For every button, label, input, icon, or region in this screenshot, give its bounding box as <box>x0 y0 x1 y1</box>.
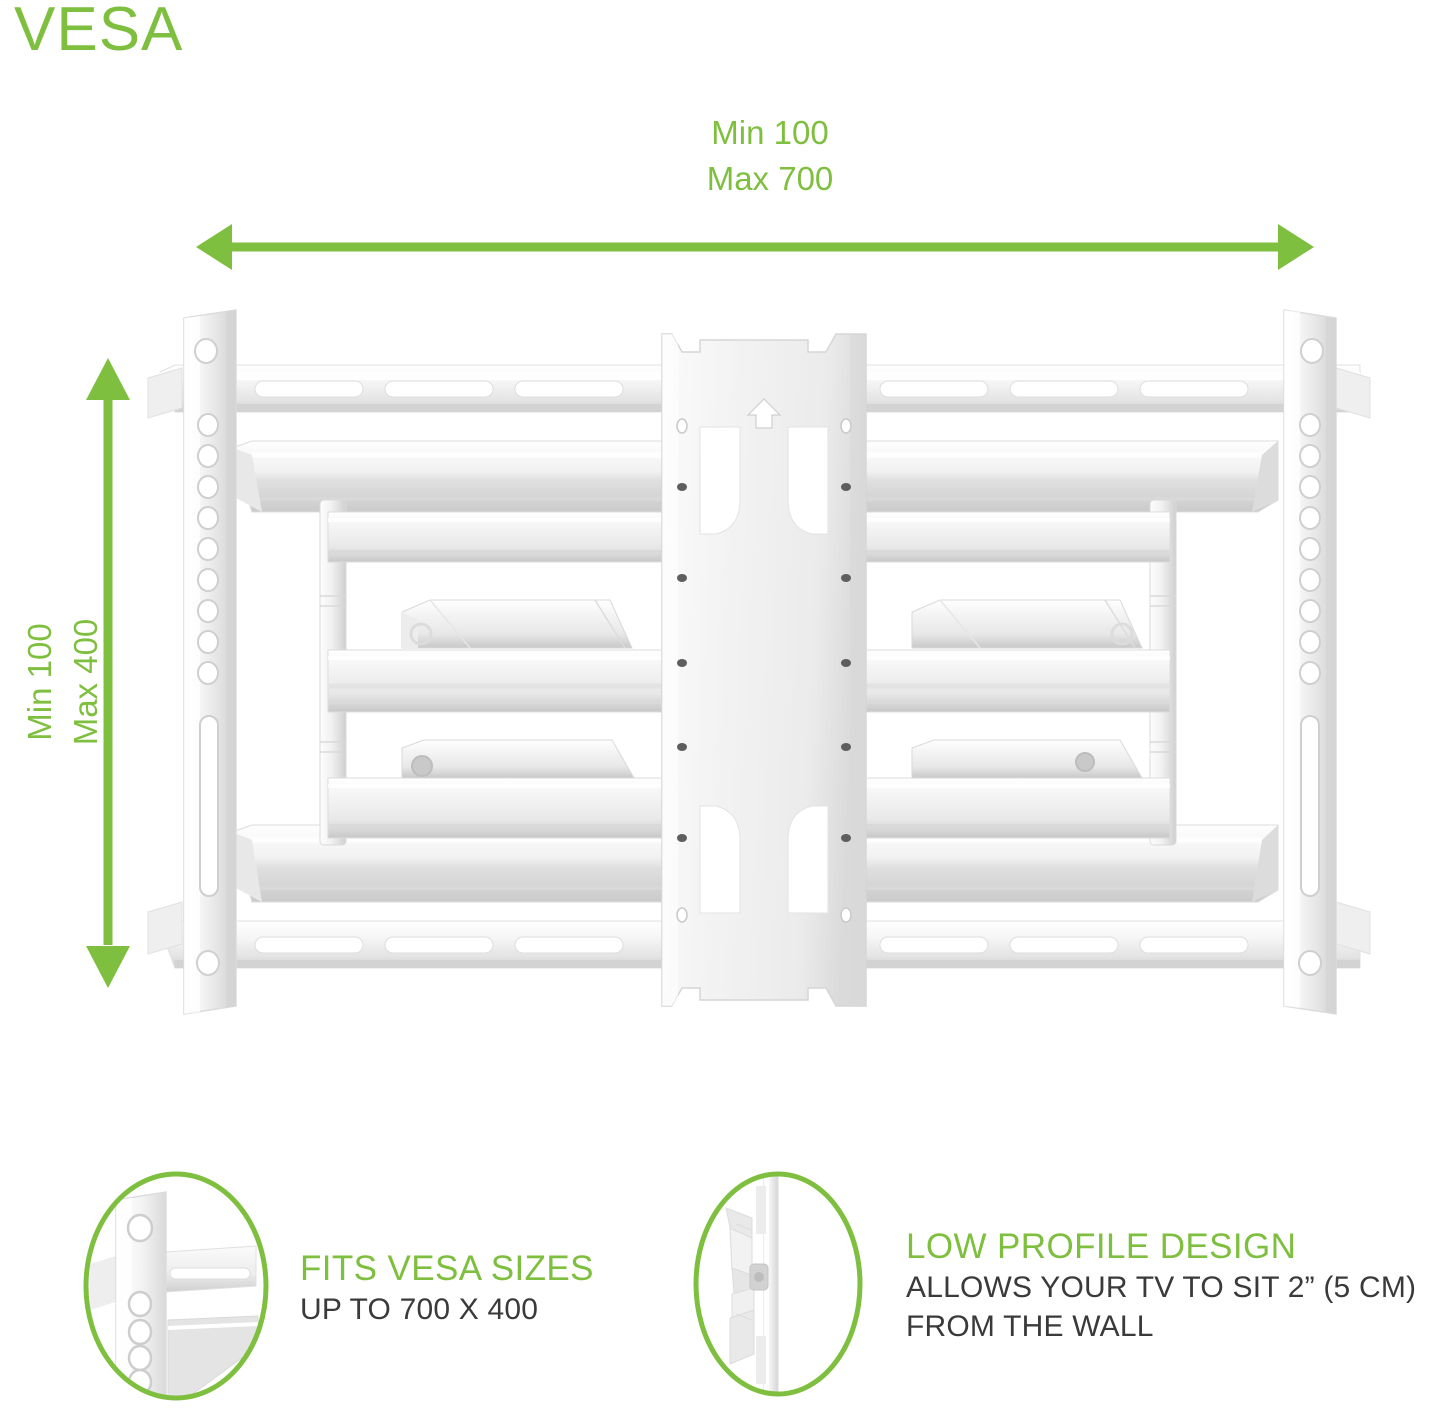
feature-icon-badge-2 <box>690 1168 866 1400</box>
feature-icon-badge-1 <box>78 1168 274 1404</box>
side-profile-mount-icon <box>693 1171 863 1397</box>
feature-text-1: FITS VESA SIZES UP TO 700 X 400 <box>300 1248 594 1329</box>
horizontal-dimension-arrow <box>196 224 1314 270</box>
feature-fits-vesa-sizes: FITS VESA SIZES UP TO 700 X 400 <box>78 1168 594 1404</box>
feature-subline-1-0: UP TO 700 X 400 <box>300 1292 539 1326</box>
horizontal-dimension-label: Min 100 Max 700 <box>600 110 940 202</box>
feature-subline-2-0: ALLOWS YOUR TV TO SIT 2” (5 CM) <box>906 1271 1417 1304</box>
feature-heading-2: LOW PROFILE DESIGN <box>906 1227 1297 1266</box>
bracket-closeup-icon <box>83 1171 269 1401</box>
left-vertical-bracket <box>147 309 237 1015</box>
feature-low-profile-design: LOW PROFILE DESIGN ALLOWS YOUR TV TO SIT… <box>690 1168 1416 1400</box>
horizontal-dimension-min: Min 100 <box>711 114 829 151</box>
feature-subline-2-1: FROM THE WALL <box>906 1310 1154 1343</box>
horizontal-dimension-max: Max 700 <box>706 160 834 197</box>
feature-text-2: LOW PROFILE DESIGN ALLOWS YOUR TV TO SIT… <box>906 1226 1416 1346</box>
page-title: VESA <box>14 0 184 64</box>
vertical-dimension-arrow <box>86 358 130 988</box>
right-vertical-bracket <box>1283 309 1371 1015</box>
center-vesa-plate <box>661 333 867 1007</box>
up-arrow-marker <box>746 398 782 429</box>
pivot-brackets <box>401 599 1143 779</box>
feature-heading-1: FITS VESA SIZES <box>300 1248 594 1288</box>
